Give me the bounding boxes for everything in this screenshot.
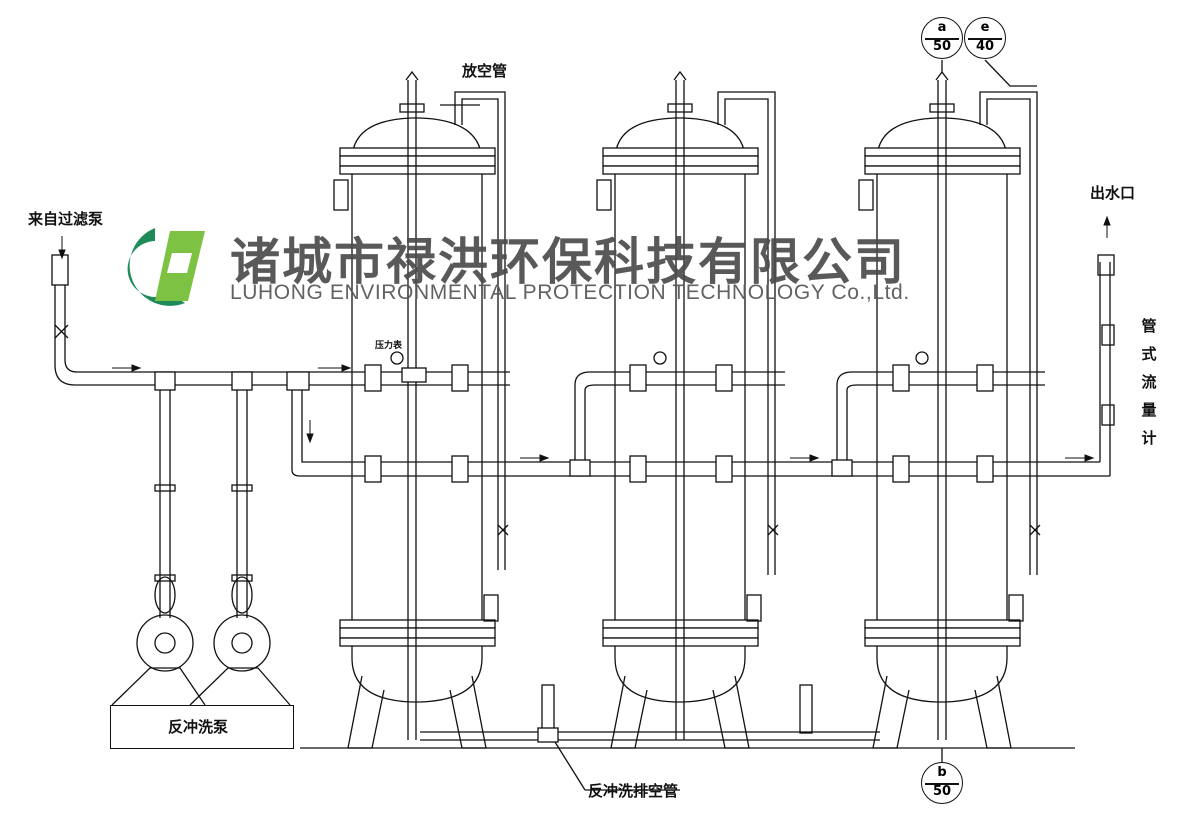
- label-from-filter-pump: 来自过滤泵: [28, 210, 104, 228]
- label-backwash-pump: 反冲洗泵: [168, 718, 229, 736]
- watermark-company-name-en: LUHONG ENVIRONMENTAL PROTECTION TECHNOLO…: [230, 281, 910, 304]
- label-flowmeter: 管 式 流 量 计: [1140, 312, 1158, 452]
- backwash-pumps: [111, 371, 310, 706]
- pressure-gauge-2: [653, 351, 667, 365]
- label-backwash-drain: 反冲洗排空管: [588, 782, 679, 800]
- watermark-company-name-cn: 诸城市禄洪环保科技有限公司: [230, 233, 906, 291]
- filter-tank-3: [858, 70, 1038, 749]
- inlet-header: [51, 254, 1045, 462]
- pipe-callout-a: a 50: [921, 17, 963, 59]
- callout-letter: e: [980, 20, 990, 35]
- flowmeter-char: 计: [1141, 429, 1157, 447]
- label-pressure-gauge: 压力表: [375, 341, 403, 351]
- filter-tank-1: [333, 70, 506, 749]
- flowmeter-char: 管: [1141, 317, 1157, 335]
- callout-size: 50: [932, 39, 952, 54]
- outlet-header: [291, 254, 1115, 483]
- backwash-pump-base: [110, 705, 294, 749]
- company-logo-icon: [127, 228, 205, 306]
- backwash-drain-pipe: [420, 684, 880, 791]
- flowmeter-char: 流: [1141, 373, 1157, 391]
- callout-size: 40: [975, 39, 995, 54]
- callout-size: 50: [932, 784, 952, 799]
- callout-letter: b: [937, 765, 947, 780]
- pressure-gauge-1: [390, 351, 404, 365]
- callout-letter: a: [937, 20, 947, 35]
- pipe-callout-b: b 50: [921, 762, 963, 804]
- filter-tank-2: [596, 70, 776, 749]
- pressure-gauge-3: [915, 351, 929, 365]
- flowmeter-char: 式: [1141, 345, 1157, 363]
- label-vent-pipe: 放空管: [462, 62, 508, 80]
- pipe-callout-e: e 40: [964, 17, 1006, 59]
- flowmeter-char: 量: [1141, 401, 1157, 419]
- label-outlet: 出水口: [1090, 184, 1136, 202]
